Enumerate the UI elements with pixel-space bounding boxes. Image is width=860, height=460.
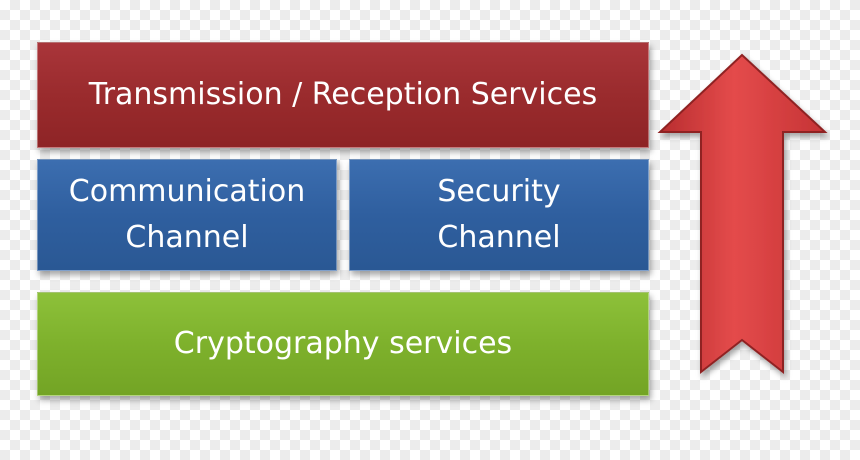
- security-channel-block: Security Channel: [349, 159, 649, 271]
- communication-channel-block: Communication Channel: [37, 159, 337, 271]
- cryptography-services-block: Cryptography services: [37, 292, 649, 396]
- transmission-reception-label: Transmission / Reception Services: [88, 77, 598, 112]
- communication-channel-label: Communication Channel: [68, 174, 306, 255]
- cryptography-services-label: Cryptography services: [173, 326, 513, 361]
- transmission-reception-block: Transmission / Reception Services: [37, 42, 649, 148]
- up-arrow-icon: [657, 53, 828, 375]
- arrow-body: [657, 53, 828, 375]
- security-channel-label: Security Channel: [437, 174, 561, 255]
